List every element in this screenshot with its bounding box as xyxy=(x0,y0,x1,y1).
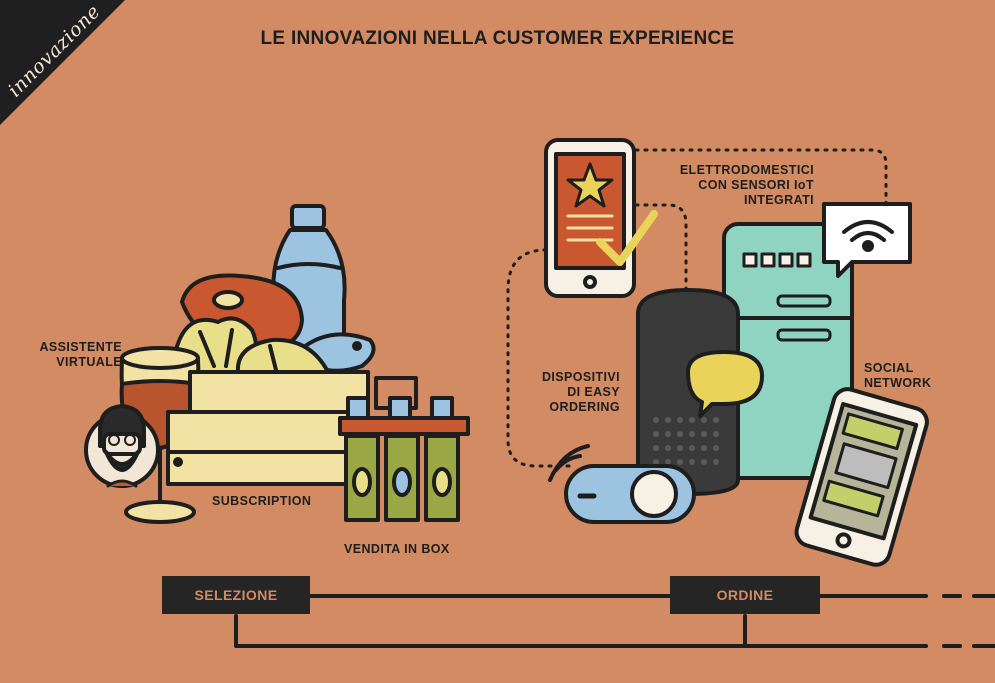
label-social-network: SOCIAL NETWORK xyxy=(864,361,932,390)
page-title: LE INNOVAZIONI NELLA CUSTOMER EXPERIENCE xyxy=(260,28,735,49)
avatar xyxy=(84,404,160,488)
dash-button-icon xyxy=(548,444,696,524)
label-assistente-virtuale: ASSISTENTE VIRTUALE xyxy=(39,340,122,369)
smart-speaker-icon xyxy=(636,288,764,496)
stage-ordine: ORDINE xyxy=(670,576,820,614)
label-subscription: SUBSCRIPTION xyxy=(212,494,312,508)
vegetables-icon xyxy=(174,316,330,374)
bottle-box-icon xyxy=(338,376,470,522)
label-elettrodomestici: ELETTRODOMESTICI CON SENSORI IoT INTEGRA… xyxy=(679,163,814,207)
timeline xyxy=(234,594,995,648)
wifi-bubble-icon xyxy=(822,202,912,278)
tablet-social-icon xyxy=(794,387,929,567)
corner-banner xyxy=(0,0,125,125)
label-dispositivi: DISPOSITIVI DI EASY ORDERING xyxy=(541,370,620,414)
crate-icon xyxy=(166,370,370,486)
smartphone-review-icon xyxy=(544,138,658,298)
stage-selezione: SELEZIONE xyxy=(162,576,310,614)
label-vendita-in-box: VENDITA IN BOX xyxy=(344,542,450,556)
